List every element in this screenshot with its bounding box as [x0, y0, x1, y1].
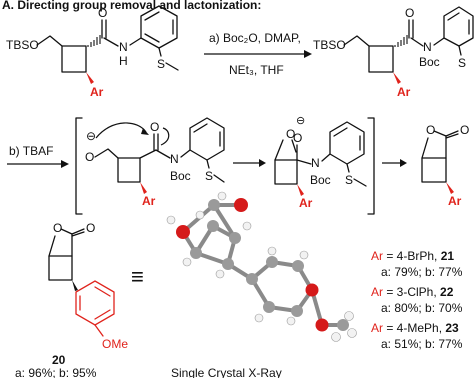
hashed-bond: [87, 35, 101, 47]
carbonyl-oxygen-2: O: [405, 6, 414, 20]
aryl-group-3: Ar: [142, 194, 156, 208]
compound-20-number: 20: [52, 353, 66, 367]
amide-nitrogen: N: [119, 40, 128, 54]
substrate-21-ar: Ar: [371, 249, 383, 263]
lactone-product: O O Ar: [421, 123, 469, 208]
substrate-23-number: 23: [445, 321, 459, 335]
sulfur: S: [157, 57, 165, 71]
substrate-22-ar: Ar: [371, 285, 383, 299]
boc-label: Boc: [419, 55, 440, 69]
amide-nitrogen-2: N: [423, 40, 432, 54]
step-a-conditions: NEt₃, THF: [229, 63, 284, 77]
aryl-group-5: Ar: [448, 194, 462, 208]
substrate-23-yields: a: 51%; b: 77%: [381, 337, 463, 351]
amide-nitrogen-3: N: [170, 152, 179, 166]
xray-label: Single Crystal X-Ray: [171, 366, 282, 378]
compound-20-structure: O O OMe: [48, 221, 128, 351]
lactone-ring-oxygen: O: [426, 123, 435, 137]
boc-label-3: Boc: [170, 169, 191, 183]
alkoxide-charge: ⊖: [86, 129, 96, 143]
aryl-group: Ar: [90, 85, 104, 99]
lactone-carbonyl-oxygen: O: [460, 123, 469, 137]
aryl-group-2: Ar: [397, 85, 411, 99]
c20-ring-oxygen: O: [53, 221, 62, 235]
substrate-21-yields: a: 79%; b: 77%: [381, 265, 463, 279]
substrate-23-line: Ar = 4-MePh, 23: [371, 321, 459, 335]
carbonyl-oxygen: O: [98, 6, 107, 20]
hashed-bond-2: [394, 35, 408, 47]
sulfur-3: S: [205, 169, 213, 183]
substrate-23-ar: Ar: [371, 321, 383, 335]
substrate-21-number: 21: [441, 249, 455, 263]
substrate-22-number: 22: [440, 285, 454, 299]
carbonyl-oxygen-3: O: [150, 120, 159, 134]
substrate-table: Ar = 4-BrPh, 21 a: 79%; b: 77% Ar = 3-Cl…: [371, 249, 463, 351]
substrate-22-line: Ar = 3-ClPh, 22: [371, 285, 454, 299]
bracket-left: [75, 117, 83, 215]
amide-nitrogen-4: N: [311, 156, 320, 170]
boc-intermediate: TBSO O N Boc S Ar: [313, 6, 474, 99]
xray-structure: [166, 191, 357, 342]
substrate-22-yields: a: 80%; b: 70%: [381, 301, 463, 315]
step-b: b) TBAF: [7, 144, 69, 168]
substrate-21-eq: = 4-BrPh,: [383, 249, 441, 263]
ring-oxygen: O: [286, 127, 295, 141]
step-a: a) Boc₂O, DMAP, NEt₃, THF: [204, 31, 312, 77]
alkoxide-intermediate: ⊖ O O N Boc S Ar: [85, 117, 225, 208]
substrate-23-eq: = 4-MePh,: [383, 321, 445, 335]
tbso-label: TBSO: [6, 38, 39, 52]
compound-20-yields: a: 96%; b: 95%: [15, 366, 97, 378]
oxide-oxygen: O: [293, 131, 302, 145]
tetrahedral-intermediate: O O ⊖ N Boc S Ar: [274, 115, 367, 210]
boc-label-4: Boc: [310, 173, 331, 187]
aryl-group-4: Ar: [299, 196, 313, 210]
starting-material: TBSO O N H S Ar: [6, 5, 179, 99]
tbso-label-2: TBSO: [313, 38, 346, 52]
alkoxide-oxygen: O: [85, 150, 94, 164]
methoxy-label: OMe: [102, 337, 128, 351]
step-a-reagents: a) Boc₂O, DMAP,: [209, 31, 301, 45]
step-b-reagent: b) TBAF: [9, 144, 53, 158]
equivalence-sign: ≡: [131, 264, 144, 289]
substrate-22-eq: = 3-ClPh,: [383, 285, 440, 299]
c20-carbonyl-oxygen: O: [86, 221, 95, 235]
sulfur-2: S: [458, 56, 466, 70]
scheme-title: A. Directing group removal and lactoniza…: [2, 0, 261, 12]
sulfur-4: S: [345, 173, 353, 187]
bracket-right: [367, 117, 375, 215]
substrate-21-line: Ar = 4-BrPh, 21: [371, 249, 454, 263]
oxide-charge: ⊖: [296, 115, 305, 127]
amide-hydrogen: H: [119, 54, 128, 68]
